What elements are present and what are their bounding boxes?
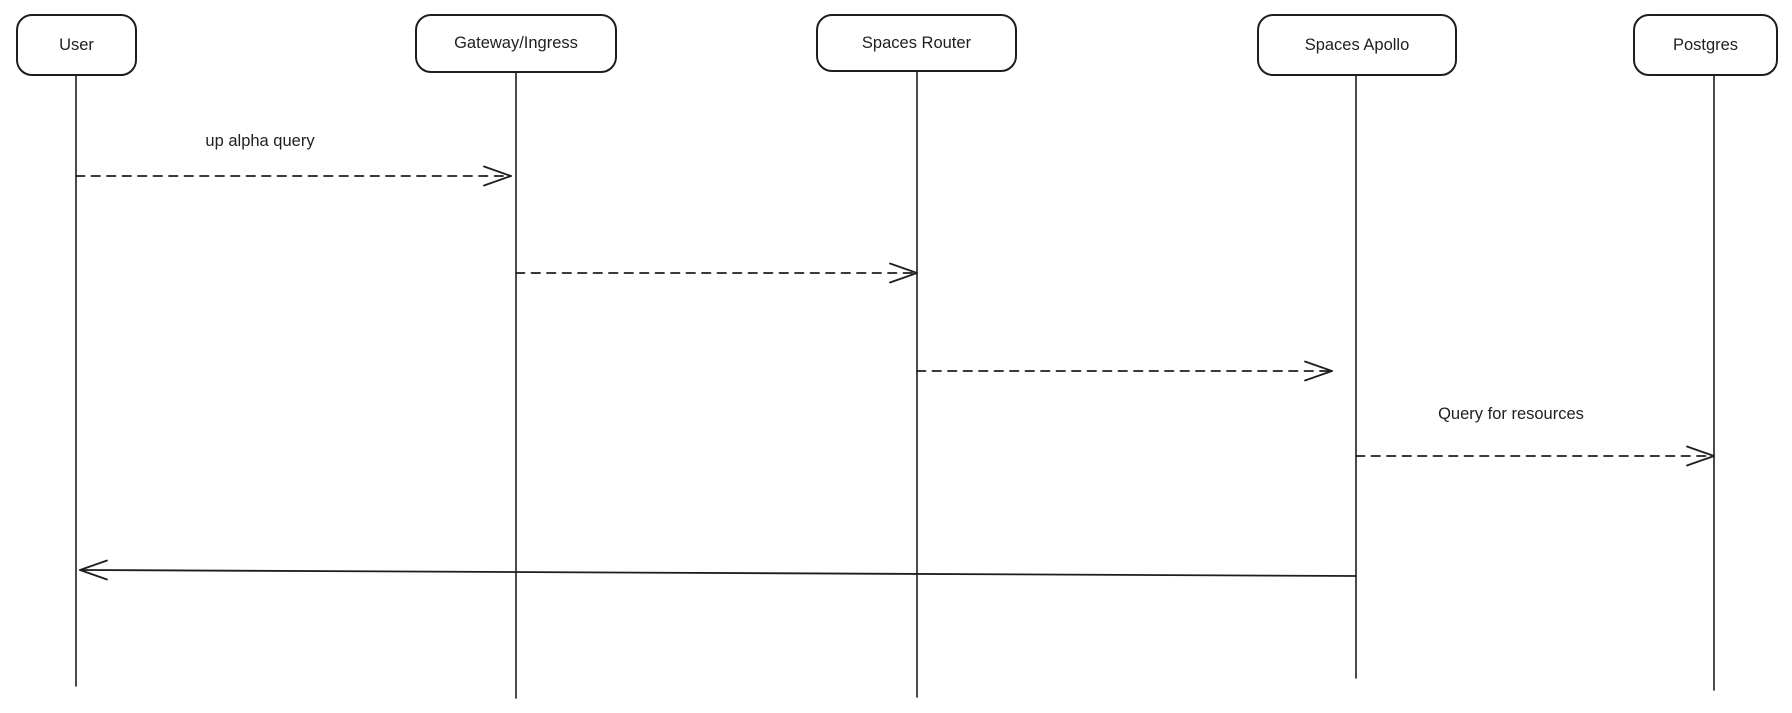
actor-box-spaces-apollo[interactable]: Spaces Apollo bbox=[1257, 14, 1457, 76]
arrowhead-4-lower[interactable] bbox=[79, 569, 108, 581]
arrowhead-4-upper[interactable] bbox=[79, 559, 108, 571]
arrowhead-1-lower[interactable] bbox=[889, 272, 918, 284]
actor-label-spaces-router: Spaces Router bbox=[861, 33, 972, 52]
arrowhead-2-upper[interactable] bbox=[1304, 360, 1333, 372]
arrowhead-3-lower[interactable] bbox=[1686, 455, 1715, 467]
actor-box-postgres[interactable]: Postgres bbox=[1633, 14, 1778, 76]
arrowhead-1-upper[interactable] bbox=[889, 262, 918, 274]
actor-label-user: User bbox=[59, 35, 94, 54]
actor-box-user[interactable]: User bbox=[16, 14, 137, 76]
actor-label-postgres: Postgres bbox=[1672, 35, 1739, 54]
actor-label-gateway-ingress: Gateway/Ingress bbox=[454, 34, 578, 52]
message-label-query-for-resources[interactable]: Query for resources bbox=[1438, 405, 1584, 423]
arrowhead-0-lower[interactable] bbox=[483, 175, 512, 187]
message-arrow-4[interactable] bbox=[82, 569, 1357, 577]
arrowhead-3-upper[interactable] bbox=[1686, 445, 1715, 457]
arrowhead-0-upper[interactable] bbox=[483, 165, 512, 177]
actor-box-spaces-router[interactable]: Spaces Router bbox=[816, 14, 1017, 72]
actor-box-gateway-ingress[interactable]: Gateway/Ingress bbox=[415, 14, 617, 73]
arrowhead-2-lower[interactable] bbox=[1304, 370, 1333, 382]
message-label-up-alpha-query[interactable]: up alpha query bbox=[205, 132, 315, 150]
actor-label-spaces-apollo: Spaces Apollo bbox=[1304, 35, 1410, 54]
